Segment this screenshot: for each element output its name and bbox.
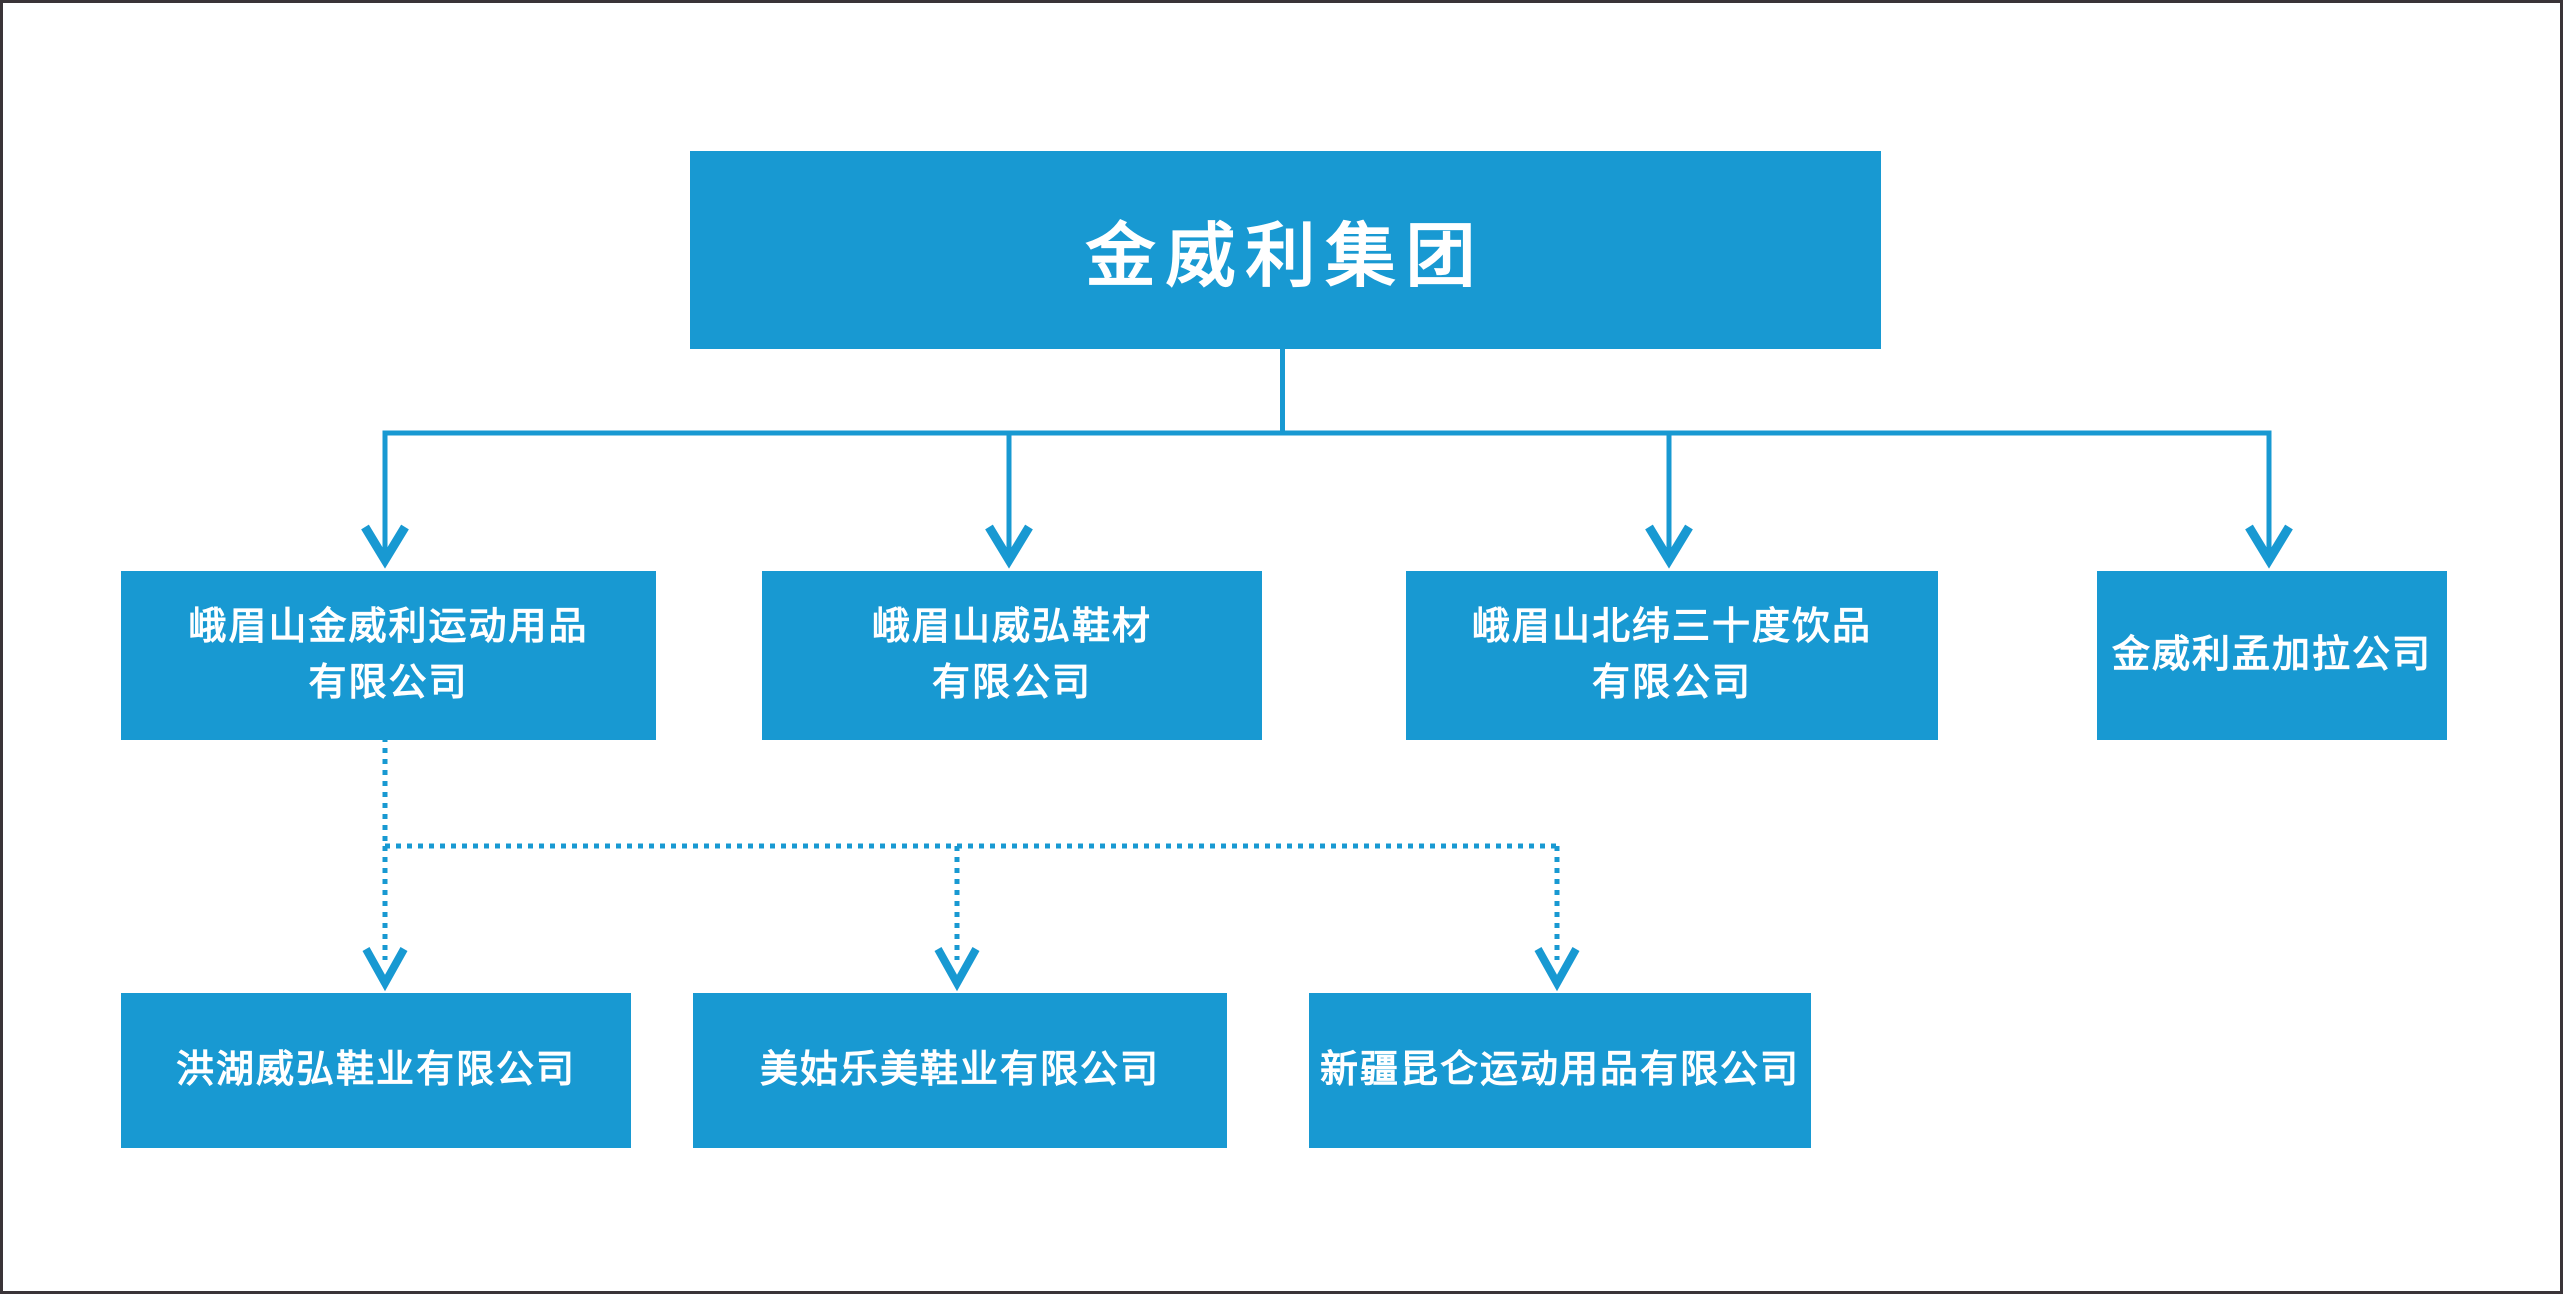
node-label: 峨眉山金威利运动用品 有限公司 [188,606,589,704]
dotted-arrowheads-group [362,947,1580,992]
arrow-down-icon [985,524,1033,569]
solid-arrowheads-group [361,524,2293,569]
node-label: 金威利集团 [1085,216,1486,295]
node-label: 峨眉山威弘鞋材 有限公司 [871,606,1152,704]
org-node-subsidiary-4: 金威利孟加拉公司 [2097,571,2447,740]
node-label: 洪湖威弘鞋业有限公司 [175,1048,576,1091]
org-node-subsidiary-3: 峨眉山北纬三十度饮品 有限公司 [1406,571,1938,740]
arrow-down-icon [362,947,408,992]
org-node-sub-subsidiary-2: 美姑乐美鞋业有限公司 [693,993,1227,1148]
arrow-down-icon [1645,524,1693,569]
arrow-down-icon [2245,524,2293,569]
org-node-sub-subsidiary-3: 新疆昆仑运动用品有限公司 [1309,993,1811,1148]
arrow-down-icon [1534,947,1580,992]
arrow-down-icon [361,524,409,569]
node-label: 峨眉山北纬三十度饮品 有限公司 [1471,606,1872,704]
arrow-down-icon [934,947,980,992]
dotted-connector-group [382,737,1560,960]
solid-connector-group [382,343,2272,559]
node-label: 金威利孟加拉公司 [2111,633,2432,676]
org-node-subsidiary-1: 峨眉山金威利运动用品 有限公司 [121,571,656,740]
node-label: 美姑乐美鞋业有限公司 [759,1048,1160,1091]
org-node-sub-subsidiary-1: 洪湖威弘鞋业有限公司 [121,993,631,1148]
node-label: 新疆昆仑运动用品有限公司 [1319,1048,1800,1091]
org-node-subsidiary-2: 峨眉山威弘鞋材 有限公司 [762,571,1262,740]
org-node-root: 金威利集团 [690,151,1881,349]
